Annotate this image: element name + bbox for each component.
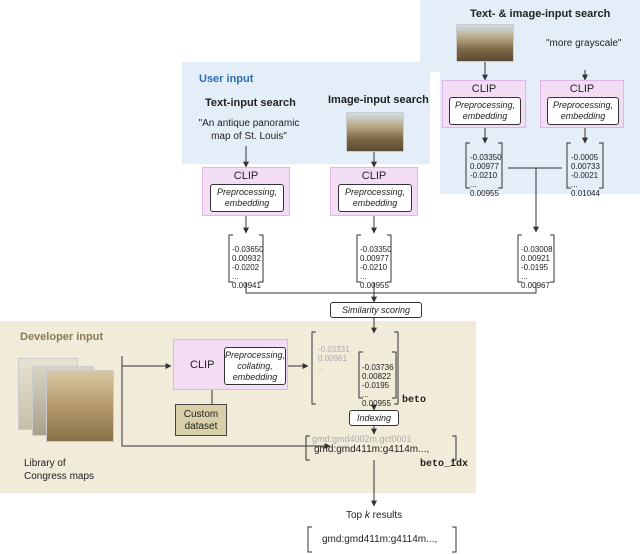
combo-search-title: Text- & image-input search [470,8,611,20]
map-thumbnail [46,370,114,442]
clip-label: CLIP [190,359,215,371]
results-title: Top k results [346,510,402,521]
similarity-scoring-box: Similarity scoring [330,302,422,318]
results-value: gmd:gmd411m:g4114m..., [322,534,438,545]
vector-value: -0.03008 [521,245,553,254]
vector-value: -0.0195 [362,381,390,390]
index-entry-front: gmd:gmd411m:g4114m..., [314,444,430,455]
vector-value: 0.00961 [318,354,347,363]
combo-search-query: "more grayscale" [546,38,622,49]
vector-value: -0.03650 [232,245,264,254]
map-stack [18,354,118,444]
text-clip-box: CLIP Preprocessing, embedding [202,167,290,216]
vector-value: ... [571,180,578,189]
user-input-heading: User input [199,73,254,85]
vector-value: 0.00955 [470,189,499,198]
vector-value: ... [521,272,528,281]
vector-value: 0.00967 [521,281,550,290]
vector-value: 0.00822 [362,372,391,381]
vector-value: ... [360,272,367,281]
results-title-pre: Top [346,510,365,521]
vector-value: -0.0195 [521,263,549,272]
index-entry-back: gmd:gmd4002m.gct0001 [312,434,412,444]
vector-value: 0.00733 [571,162,600,171]
text-search-query: "An antique panoramic map of St. Louis" [198,118,300,142]
image-search-map-thumbnail [346,112,404,152]
image-clip-box: CLIP Preprocessing, embedding [330,167,418,216]
clip-label: CLIP [569,83,595,95]
combo-search-map-thumbnail [456,24,514,62]
vector-value: 0.00941 [232,281,261,290]
clip-process-box: Preprocessing, collating, embedding [224,347,286,385]
dev-clip-box: CLIP Preprocessing, collating, embedding [173,339,288,390]
vector-value: -0.0005 [571,153,599,162]
results-title-post: results [369,510,403,521]
vector-value: 0.00955 [362,399,391,408]
combo-image-clip-box: CLIP Preprocessing, embedding [442,80,526,128]
indexing-box: Indexing [349,410,399,426]
vector-value: 0.00977 [470,162,499,171]
results-title-k: k [364,510,370,521]
text-search-title: Text-input search [205,97,296,109]
clip-label: CLIP [471,83,497,95]
vector-value: -0.03331 [318,345,350,354]
vector-value: -0.0202 [232,263,260,272]
clip-process-box: Preprocessing, embedding [210,184,284,212]
beto-idx-label: beto_idx [420,459,469,470]
vector-value: 0.00977 [360,254,389,263]
vector-value: -0.0210 [360,263,388,272]
clip-label: CLIP [361,170,387,182]
vector-value: -0.0021 [571,171,599,180]
vector-value: 0.00921 [521,254,550,263]
library-label: Library of Congress maps [24,458,95,482]
image-search-title: Image-input search [328,94,429,106]
vector-value: -0.03350 [360,245,392,254]
clip-label: CLIP [233,170,259,182]
vector-value: -0.0210 [470,171,498,180]
custom-dataset-box: Custom dataset [175,404,227,436]
clip-process-box: Preprocessing, embedding [547,97,619,125]
vector-value: ... [232,272,239,281]
vector-value: ... [470,180,477,189]
vector-value: 0.01044 [571,189,600,198]
vector-value: -0.03350 [470,153,502,162]
clip-process-box: Preprocessing, embedding [338,184,412,212]
developer-input-heading: Developer input [20,331,104,343]
vector-value: 0.00955 [360,281,389,290]
vector-value: ... [362,390,369,399]
vector-value: ... [318,363,325,372]
vector-value: 0.00932 [232,254,261,263]
beto-label: beto [402,395,427,406]
vector-value: -0.03736 [362,363,394,372]
combo-text-clip-box: CLIP Preprocessing, embedding [540,80,624,128]
clip-process-box: Preprocessing, embedding [449,97,521,125]
